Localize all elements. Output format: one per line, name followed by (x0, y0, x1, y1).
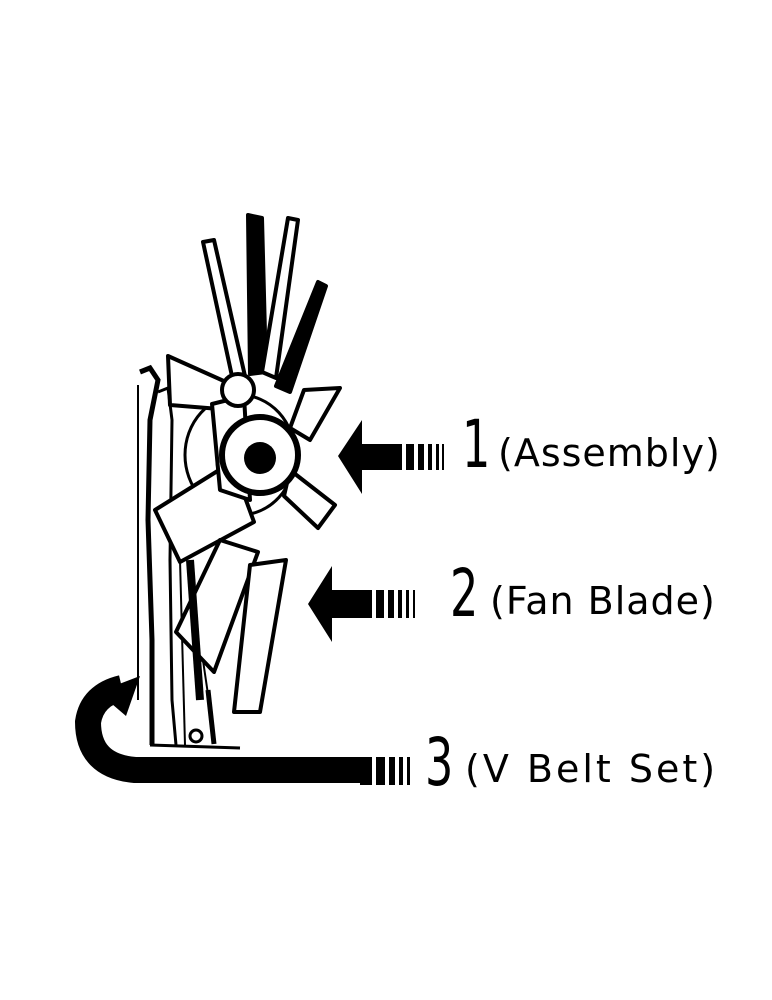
arrow-callout-3 (74, 675, 410, 785)
fan-hub (219, 372, 301, 496)
arrow-callout-1 (338, 420, 444, 494)
callout-3-label: (V Belt Set) (465, 747, 719, 791)
pulley (186, 559, 217, 745)
arrow-callout-2 (308, 566, 415, 642)
callout-2-number: 2 (450, 555, 479, 632)
callout-1-label: (Assembly) (498, 431, 721, 475)
fan-blades (153, 213, 342, 714)
callout-1-number: 1 (462, 406, 491, 483)
callout-3-number: 3 (425, 724, 454, 801)
callout-2-label: (Fan Blade) (490, 579, 716, 623)
